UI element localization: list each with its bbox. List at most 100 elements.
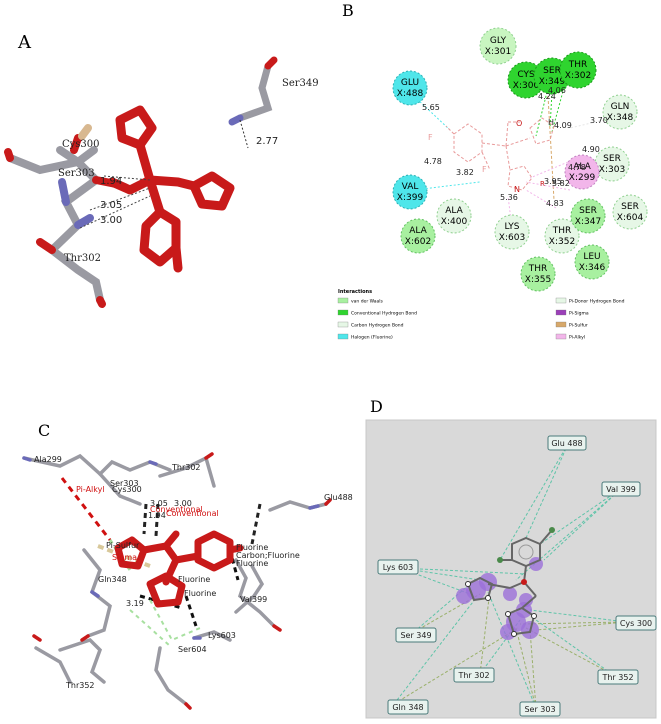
atom-f: F xyxy=(482,165,487,174)
residue-label: Ser 303 xyxy=(524,705,555,714)
ligand-sticks xyxy=(107,105,235,273)
residue-name: SER xyxy=(621,202,639,212)
ligand-2d xyxy=(456,527,555,640)
residue-name: SER xyxy=(579,206,597,216)
residue-name: ALA xyxy=(409,226,427,236)
residue-glu488: Glu 488 xyxy=(547,435,587,451)
cys300-label: Cys300 xyxy=(112,485,142,494)
panel-b-diagram: B O H F xyxy=(337,1,648,341)
residue-name: GLU xyxy=(401,78,419,88)
distance-label: 5.82 xyxy=(552,179,570,188)
distance-label: 3.00 xyxy=(100,215,122,226)
lys603-label: Lys603 xyxy=(208,631,236,640)
panel-d-letter: D xyxy=(370,397,383,416)
legend-item: Pi-Alkyl xyxy=(555,333,585,341)
oxygen-sticks xyxy=(32,452,332,710)
residue-name: ALA xyxy=(573,162,591,172)
ser303-label: Ser303 xyxy=(110,479,139,488)
residue-ala299: ALA X:299 xyxy=(564,154,600,190)
residue-name: LYS xyxy=(504,222,519,232)
ligand-2d xyxy=(445,117,555,191)
residue-leu346: LEU X:346 xyxy=(574,244,610,280)
legend-item: Pi-Sigma xyxy=(555,309,589,317)
distance-label: 2.77 xyxy=(256,136,278,147)
residue-circles: GLY X:301 CYS X:300 SER X:349 THR X:302 … xyxy=(392,27,648,292)
legend-item: Carbon Hydrogen Bond xyxy=(337,321,404,329)
residue-gln348: Gln 348 xyxy=(387,699,429,715)
residue-cys300: Cys 300 xyxy=(615,615,657,631)
atom-o: O xyxy=(516,119,522,128)
residue-lys603: LYS X:603 xyxy=(494,214,530,250)
residue-name: THR xyxy=(552,226,572,236)
distance-label: 4.24 xyxy=(538,92,556,101)
panel-c-labels: Ala299 Pi-Alkyl Ser303 Cys300 Thr302 3.0… xyxy=(34,455,353,690)
residue-label: Cys 300 xyxy=(620,619,652,628)
residue-name: ALA xyxy=(445,206,463,216)
legend-item: Conventional Hydrogen Bond xyxy=(337,309,417,317)
residue-number: X:301 xyxy=(485,47,511,57)
residue-label: Ser 349 xyxy=(400,631,431,640)
residue-number: X:602 xyxy=(405,237,431,247)
fluorine-label: Fluorine xyxy=(184,589,216,598)
pi-sulfur-label: Pi-Sulfur xyxy=(106,541,140,550)
residue-number: X:347 xyxy=(575,217,601,227)
ser349-sticks xyxy=(228,56,278,126)
legend-label: Pi-Sigma xyxy=(569,311,589,317)
residue-labels: Glu 488 Val 399 Lys 603 Cys 300 Ser 349 … xyxy=(377,435,657,717)
legend: Interactions van der Waals Conventional … xyxy=(337,289,625,341)
distance-label: 4.06 xyxy=(548,86,566,95)
distance-label: 3.95 xyxy=(544,177,562,186)
residue-ser349: Ser 349 xyxy=(395,627,437,643)
residue-number: X:488 xyxy=(397,89,424,99)
pi-alkyl-label: Pi-Alkyl xyxy=(76,485,105,494)
val399-label: Val399 xyxy=(240,595,267,604)
legend-item: Pi-Sulfur xyxy=(555,321,588,329)
hbond-line xyxy=(239,119,249,149)
distance-label: 5.36 xyxy=(500,193,518,202)
left-residue-sticks xyxy=(4,124,120,308)
residue-thr355: THR X:355 xyxy=(520,256,556,292)
legend-label: Pi-Sulfur xyxy=(569,323,588,329)
panel-b-letter: B xyxy=(342,1,354,20)
distance-label: 4.78 xyxy=(424,157,442,166)
panel-c: C xyxy=(0,400,353,720)
residue-name: THR xyxy=(528,264,548,274)
residue-number: X:299 xyxy=(569,173,596,183)
residue-ser303: Ser 303 xyxy=(519,701,561,717)
residue-thr352: THR X:352 xyxy=(544,218,580,254)
residue-label: Gln 348 xyxy=(392,703,423,712)
legend-item: Halogen (Fluorine) xyxy=(337,333,393,341)
residue-name: GLN xyxy=(611,102,630,112)
residue-thr352: Thr 352 xyxy=(597,669,639,685)
panel-a-structure: A xyxy=(4,32,319,308)
residue-number: X:604 xyxy=(617,213,644,223)
residue-ser303: SER X:303 xyxy=(594,146,630,182)
distance-label: 3.82 xyxy=(456,168,474,177)
distance-label: 4.90 xyxy=(582,145,600,154)
residue-gly301: GLY X:301 xyxy=(479,27,517,65)
distance-label: 3.05 xyxy=(100,200,122,211)
conventional-label: Conventional xyxy=(150,505,203,514)
distance-labels: 4.24 4.06 5.65 4.09 3.70 4.90 4.78 3.82 … xyxy=(422,86,608,208)
panel-a: A xyxy=(0,0,330,350)
legend-title: Interactions xyxy=(338,289,372,295)
distance-label: 5.65 xyxy=(422,103,440,112)
residue-label: Lys 603 xyxy=(383,563,413,572)
residue-name: GLY xyxy=(490,36,507,46)
thr352-label: Thr352 xyxy=(65,681,95,690)
residue-gln348: GLN X:348 xyxy=(602,94,638,130)
distance-label: 4.78 xyxy=(568,163,586,172)
residue-label: Thr 352 xyxy=(601,673,633,682)
atom-r: R xyxy=(540,180,545,188)
legend-label: Halogen (Fluorine) xyxy=(351,335,393,341)
residue-ser347: SER X:347 xyxy=(570,198,606,234)
panel-d-diagram: D xyxy=(365,397,657,719)
legend-label: Pi-Alkyl xyxy=(569,335,585,341)
residue-name: VAL xyxy=(402,182,419,192)
residue-number: X:399 xyxy=(397,193,424,203)
residue-val399: VAL X:399 xyxy=(392,174,428,210)
residue-thr302: Thr 302 xyxy=(453,667,495,683)
residue-thr302: THR X:302 xyxy=(559,51,597,89)
conventional-label: Conventional xyxy=(166,509,219,518)
residue-name: THR xyxy=(568,60,588,70)
